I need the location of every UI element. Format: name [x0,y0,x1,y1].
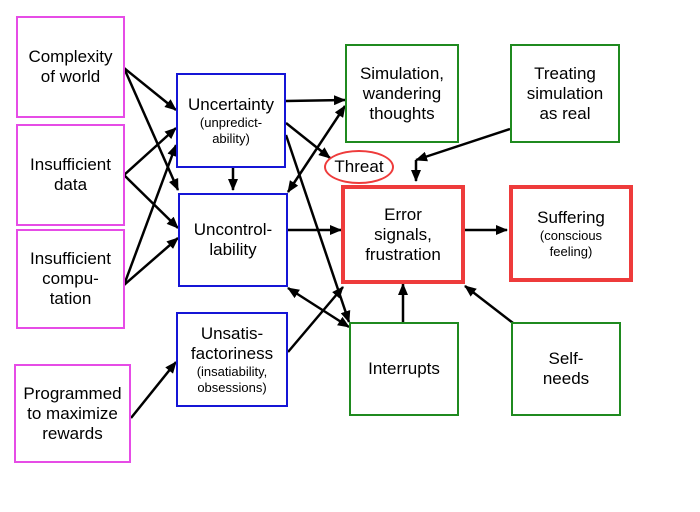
arrow-treating-to-error [415,127,511,162]
arrow-data-to-uncertainty [123,127,177,176]
arrow-selfneeds-to-error [464,285,514,324]
node-label: Threat [334,157,384,176]
arrow-programmed-to-unsatisfactoriness [130,361,177,419]
node-label: Suffering [537,207,605,227]
arrow-computation-to-uncontrollability [123,237,179,286]
node-label: Simulation, wandering thoughts [359,63,445,123]
node-unsatisfactoriness: Unsatis- factoriness (insatiability, obs… [176,312,288,407]
arrow-uncertainty-to-simulation [285,95,346,106]
node-treating-simulation-as-real: Treating simulation as real [510,44,620,143]
arrow-data-to-uncontrollability [123,174,179,229]
arrow-simulation-uncontrollability [286,105,347,193]
node-label: Insufficient data [30,155,111,194]
node-label: Uncertainty [188,94,274,114]
node-sublabel: (conscious feeling) [539,227,603,259]
node-uncertainty: Uncertainty (unpredict- ability) [176,73,286,168]
arrow-computation-to-uncertainty [122,144,178,286]
node-programmed-to-maximize-rewards: Programmed to maximize rewards [14,364,131,463]
arrow-complexity-to-uncontrollability [122,67,180,191]
node-label: Error signals, frustration [365,204,441,264]
node-label: Interrupts [368,359,440,378]
node-insufficient-computation: Insufficient compu- tation [16,229,125,329]
node-suffering: Suffering (conscious feeling) [509,185,633,282]
node-error-signals-frustration: Error signals, frustration [341,185,465,284]
node-label: Treating simulation as real [526,63,604,123]
node-insufficient-data: Insufficient data [16,124,125,226]
node-simulation-wandering-thoughts: Simulation, wandering thoughts [345,44,459,143]
node-sublabel: (insatiability, obsessions) [196,363,268,395]
node-self-needs: Self- needs [511,322,621,416]
node-interrupts: Interrupts [349,322,459,416]
node-threat: Threat [324,150,394,184]
arrow-complexity-to-uncertainty [123,67,177,111]
node-label: Uncontrol- lability [193,220,273,259]
node-label: Unsatis- factoriness [190,323,274,363]
node-label: Self- needs [542,349,590,388]
node-label: Insufficient compu- tation [30,249,111,308]
node-complexity-of-world: Complexity of world [16,16,125,118]
node-sublabel: (unpredict- ability) [199,114,263,146]
arrow-uncontrollability-interrupts [287,286,350,329]
arrow-unsatisfactoriness-to-error [287,286,344,353]
node-label: Complexity of world [28,47,113,86]
node-uncontrollability: Uncontrol- lability [178,193,288,287]
node-label: Programmed to maximize rewards [23,383,122,443]
